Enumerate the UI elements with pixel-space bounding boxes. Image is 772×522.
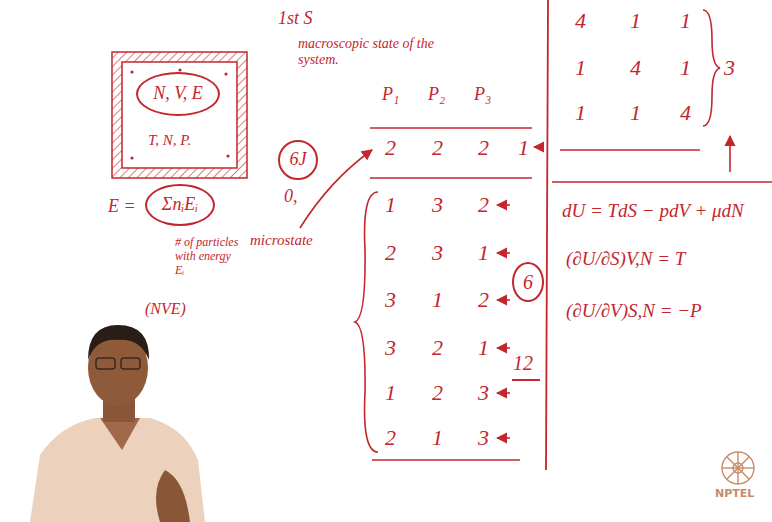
column-header: P₁: [382, 84, 399, 105]
table-cell: 1: [432, 425, 443, 450]
note: # of particles with energy Eᵢ: [175, 236, 239, 277]
note: macroscopic state of the system.: [298, 36, 448, 68]
column-header: P₂: [428, 84, 445, 105]
table-cell: 1: [630, 8, 641, 33]
table-cell: 4: [680, 100, 691, 125]
table-cell: 1: [385, 380, 396, 405]
table-cell: 2: [385, 240, 396, 265]
note: (NVE): [145, 300, 186, 318]
table-cell: 2: [478, 192, 489, 217]
column-header: P₃: [474, 84, 491, 105]
table-cell: 1: [680, 8, 691, 33]
node-text: 6: [523, 271, 533, 293]
table-cell: 2: [432, 335, 443, 360]
table-cell: 2: [385, 135, 396, 160]
equation: E =: [108, 196, 136, 217]
table-cell: 3: [432, 192, 443, 217]
table-cell: 1: [680, 55, 691, 80]
node-text: 6J: [290, 150, 307, 170]
table-cell: 1: [385, 192, 396, 217]
table-cell: 1: [518, 135, 529, 160]
equation: dU = TdS − pdV + μdN: [562, 200, 744, 222]
table-cell: 2: [478, 287, 489, 312]
watermark: NPTEL: [715, 488, 754, 501]
table-cell: 2: [385, 425, 396, 450]
table-cell: 3: [385, 287, 396, 312]
equation: (∂U/∂S)V,N = T: [566, 248, 685, 270]
table-cell: 1: [575, 55, 586, 80]
state-note: 1st S: [278, 8, 313, 29]
table-cell: 4: [575, 8, 586, 33]
table-cell: 3: [385, 335, 396, 360]
nptel-emblem: [722, 452, 754, 484]
node-text: ΣnᵢEᵢ: [162, 195, 198, 215]
table-cell: 4: [630, 55, 641, 80]
ellipse-state: N, V, E: [136, 72, 220, 116]
note: 0,: [284, 186, 298, 207]
table-cell: 2: [432, 135, 443, 160]
table-cell: 1: [432, 287, 443, 312]
circled-count: 6: [512, 262, 544, 302]
table-cell: 2: [478, 135, 489, 160]
table-cell: 3: [478, 380, 489, 405]
circled-sum: ΣnᵢEᵢ: [145, 184, 215, 226]
count-number: 3: [724, 55, 735, 80]
circled-value: 6J: [278, 140, 318, 180]
note: microstate: [250, 232, 313, 249]
table-cell: 1: [478, 335, 489, 360]
table-cell: 1: [478, 240, 489, 265]
table-cell: 1: [575, 100, 586, 125]
table-cell: 1: [630, 100, 641, 125]
node-text: N, V, E: [153, 84, 203, 104]
table-cell: 3: [478, 425, 489, 450]
node-text: T, N, P.: [148, 132, 191, 149]
lecturer: [30, 325, 205, 522]
table-cell: 3: [432, 240, 443, 265]
count-number: 12: [513, 352, 533, 375]
container-box: T, N, P. N, V, E: [122, 62, 237, 168]
equation: (∂U/∂V)S,N = −P: [566, 300, 702, 322]
table-cell: 2: [432, 380, 443, 405]
